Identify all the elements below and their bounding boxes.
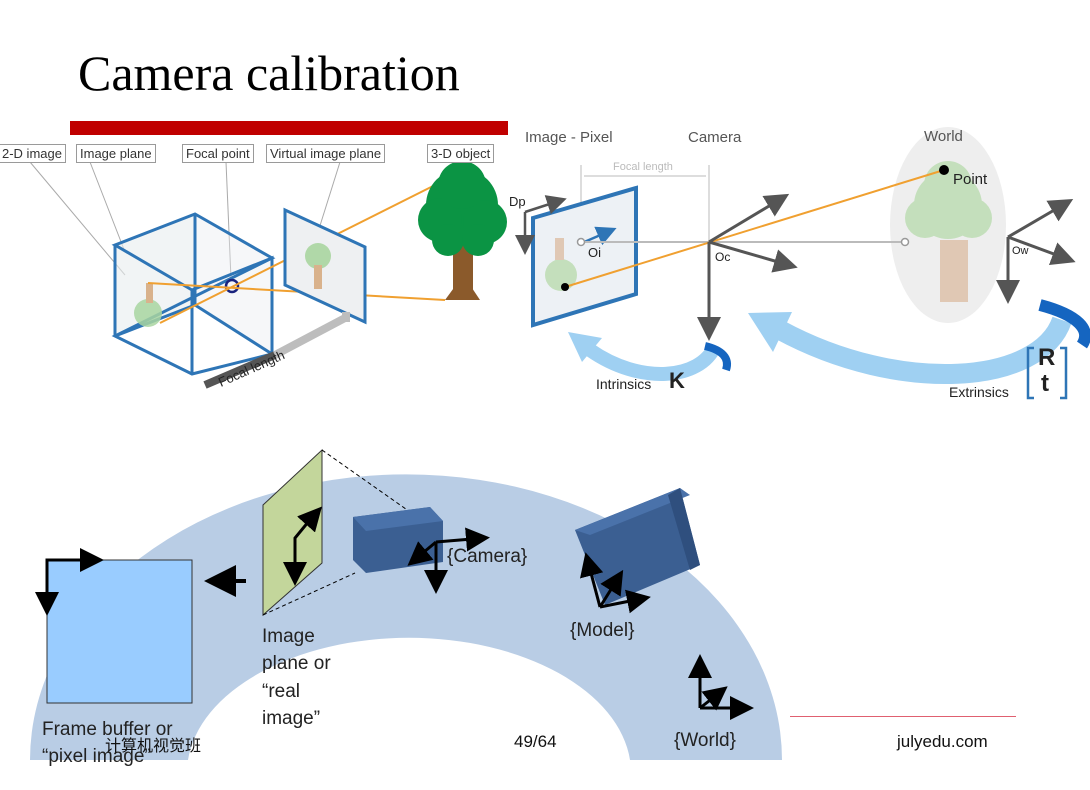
image-plane-text-1: Image [262, 626, 315, 647]
right-focal-length-label: Focal length [613, 161, 673, 173]
label-2d-image: 2-D image [0, 144, 66, 163]
image-plane-text-4: image” [262, 708, 321, 729]
page-title: Camera calibration [78, 45, 460, 101]
title-underline [70, 121, 508, 135]
footer-divider [790, 716, 1016, 717]
label-focal-point: Focal point [182, 144, 254, 163]
image-plane-green [262, 448, 323, 617]
ow-label: Ow [1012, 245, 1029, 257]
intrinsics-label: Intrinsics [596, 376, 652, 392]
label-leaders [29, 161, 471, 280]
focal-point-circle [224, 278, 240, 294]
point-ray [564, 169, 945, 288]
model-frame-label: {Model} [570, 620, 635, 641]
camera-frame-label: {Camera} [447, 546, 528, 567]
camera-label: Camera [688, 129, 742, 146]
label-virtual-image-plane: Virtual image plane [266, 144, 386, 163]
world-label: World [924, 128, 963, 145]
r-label: R [1038, 344, 1056, 371]
image-pixel-label: Image - Pixel [525, 129, 613, 146]
frame-buffer-text-2: “pixel image” [42, 746, 151, 767]
intrinsics-arrow [585, 342, 722, 381]
label-3d-object: 3-D object [427, 144, 495, 163]
oc-label: Oc [715, 250, 731, 264]
footer-page-number: 49/64 [514, 732, 557, 751]
footer-site: julyedu.com [897, 732, 988, 751]
extrinsics-arrow [775, 316, 1072, 385]
frame-buffer-text-1: Frame buffer or [42, 719, 173, 740]
footer-course-name: 计算机视觉班 [105, 738, 202, 755]
frame-buffer-rect [46, 559, 193, 704]
world-frame-label: {World} [674, 730, 736, 751]
dp-label: Dp [509, 194, 526, 209]
label-image-plane: Image plane [76, 144, 156, 163]
k-label: K [669, 368, 685, 393]
point-label: Point [953, 171, 988, 188]
extrinsics-label: Extrinsics [949, 384, 1009, 400]
image-plane-text-2: plane or [262, 653, 331, 674]
oi-label: Oi [588, 245, 601, 260]
tree-crown [418, 161, 507, 256]
pixel-image-plane [531, 185, 638, 328]
t-label: t [1041, 370, 1049, 397]
image-plane-text-3: “real [262, 681, 301, 702]
